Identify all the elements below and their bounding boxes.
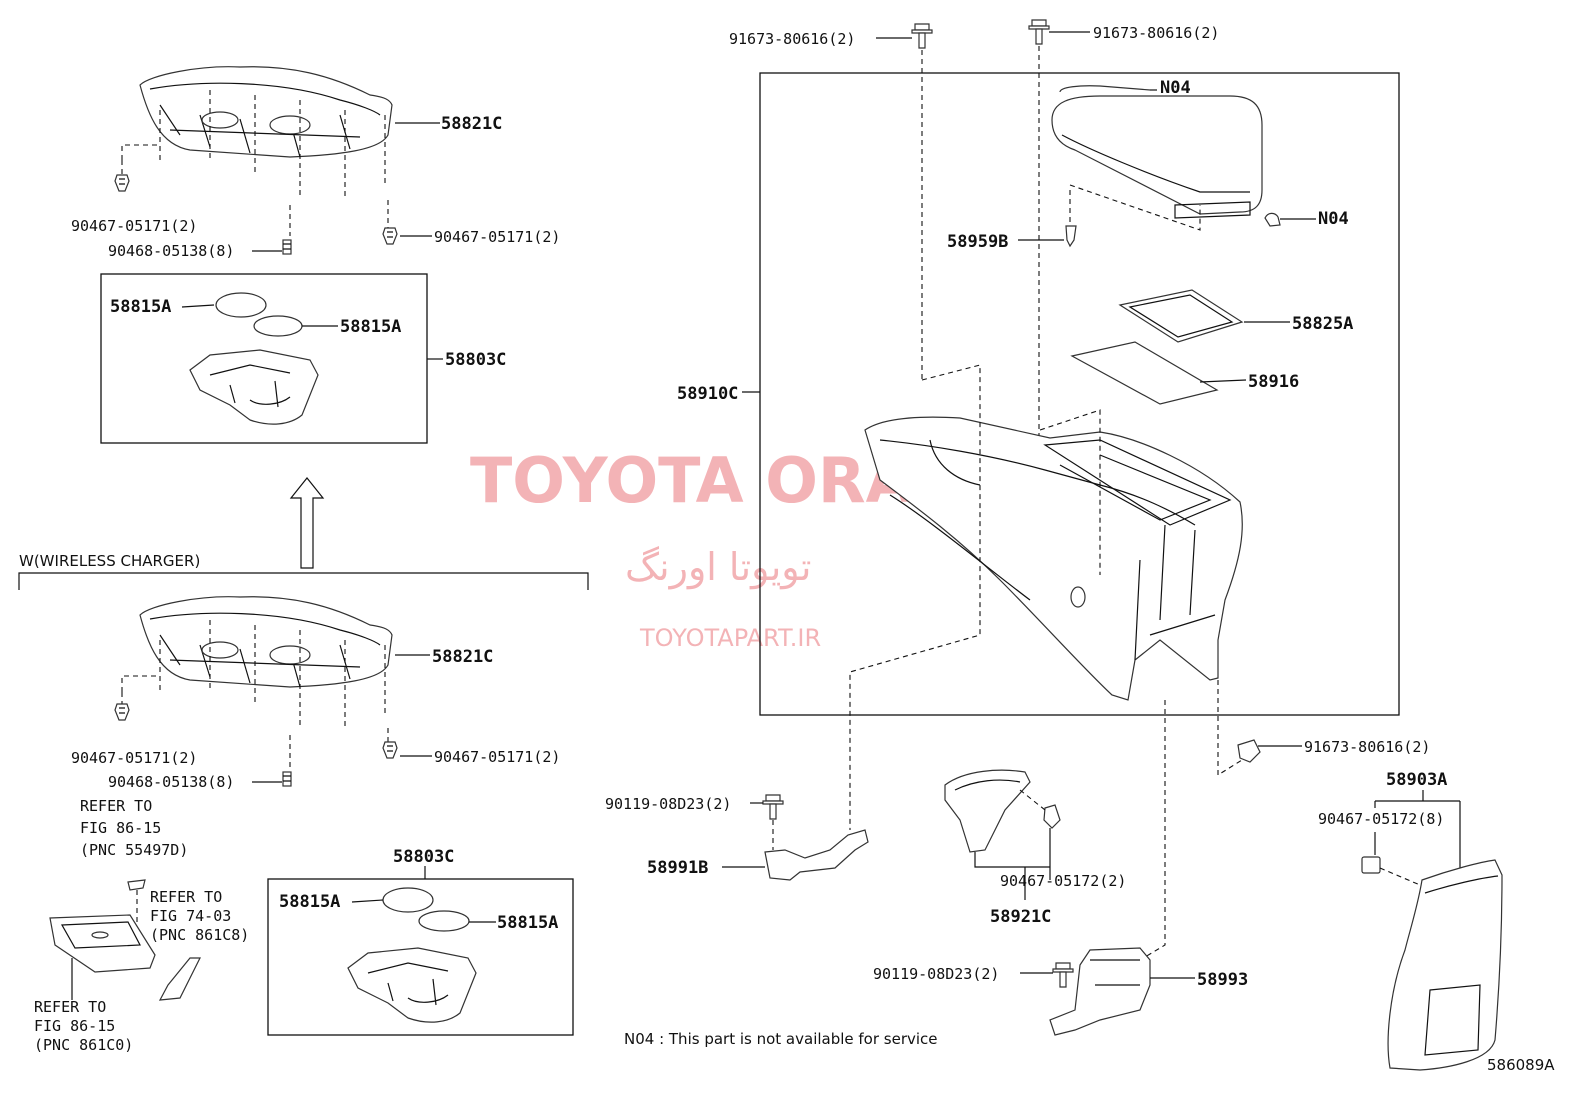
- label-58916: 58916: [1248, 372, 1299, 392]
- box-58910c: [759, 72, 1400, 716]
- refer-3-line-2: FIG 86-15: [34, 1017, 115, 1035]
- bracket-58993: [1049, 947, 1151, 1036]
- bracket-58991b: [764, 829, 869, 881]
- label-90467-05171-tr: 90467-05171(2): [434, 228, 560, 246]
- refer-3-line-3: (PNC 861C0): [34, 1036, 133, 1054]
- watermark-site: TOYOTAPART.IR: [639, 624, 821, 652]
- holder-58803c-top: [189, 349, 319, 425]
- watermark-persian: تویوتا اورنگ: [625, 545, 812, 590]
- refer-3-line-1: REFER TO: [34, 998, 106, 1016]
- screw-58959b: [1065, 225, 1077, 248]
- label-90468-05138-b: 90468-05138(8): [108, 773, 234, 791]
- clip-90467-05172-b: [1361, 856, 1381, 874]
- label-58825a: 58825A: [1292, 314, 1353, 334]
- bolt-91673-a: [911, 23, 933, 49]
- tray-58821c-bottom: [139, 596, 393, 688]
- label-58815a-bl: 58815A: [279, 892, 340, 912]
- clip-n04-b: [1264, 212, 1281, 227]
- label-58821c-bottom: 58821C: [432, 647, 493, 667]
- side-panel-58903a: [1387, 859, 1503, 1071]
- label-58959b: 58959B: [947, 232, 1008, 252]
- bolt-90119-a: [762, 794, 784, 820]
- charger-pad-861c0: [49, 914, 156, 973]
- arrow-up-icon: [289, 477, 325, 569]
- figure-id: 586089A: [1487, 1056, 1555, 1074]
- label-58991b: 58991B: [647, 858, 708, 878]
- ring-58815a-tl: [215, 292, 267, 318]
- refer-1-line-3: (PNC 55497D): [80, 841, 188, 859]
- console-body-58910c: [864, 416, 1243, 701]
- label-90468-05138-t: 90468-05138(8): [108, 242, 234, 260]
- ring-58815a-bl: [382, 887, 434, 913]
- label-90467-05172-a: 90467-05172(2): [1000, 872, 1126, 890]
- label-58803c-top: 58803C: [445, 350, 506, 370]
- label-58993: 58993: [1197, 970, 1248, 990]
- label-58821c-top: 58821C: [441, 114, 502, 134]
- refer-2-line-1: REFER TO: [150, 888, 222, 906]
- label-91673-80616-b: 91673-80616(2): [1093, 24, 1219, 42]
- clip-90467-br: [382, 741, 398, 759]
- clip-90468-b: [282, 771, 292, 787]
- label-90467-05171-bl: 90467-05171(2): [71, 749, 197, 767]
- label-90119-08d23-b: 90119-08D23(2): [873, 965, 999, 983]
- ring-58815a-br: [418, 910, 470, 932]
- cover-58921c: [944, 769, 1031, 853]
- label-n04-b: N04: [1318, 209, 1349, 229]
- clip-90467-tr: [382, 227, 398, 245]
- label-91673-80616-a: 91673-80616(2): [729, 30, 855, 48]
- label-58903a: 58903A: [1386, 770, 1447, 790]
- label-90119-08d23-a: 90119-08D23(2): [605, 795, 731, 813]
- label-58815a-tl: 58815A: [110, 297, 171, 317]
- label-58815a-br: 58815A: [497, 913, 558, 933]
- label-91673-80616-c: 91673-80616(2): [1304, 738, 1430, 756]
- label-90467-05171-br: 90467-05171(2): [434, 748, 560, 766]
- bolt-90119-b: [1052, 962, 1074, 988]
- label-58910c: 58910C: [677, 384, 738, 404]
- refer-1-line-1: REFER TO: [80, 797, 152, 815]
- clip-90468-t: [282, 239, 292, 255]
- holder-58803c-bottom: [347, 947, 477, 1023]
- armrest-lid: [1051, 95, 1263, 215]
- label-n04-a: N04: [1160, 78, 1191, 98]
- bolt-91673-b: [1028, 19, 1050, 45]
- group-label: W(WIRELESS CHARGER): [19, 552, 200, 570]
- label-58803c-bottom: 58803C: [393, 847, 454, 867]
- box-58803c-bottom: [267, 878, 574, 1036]
- footer-note: N04 : This part is not available for ser…: [624, 1030, 938, 1048]
- ring-58815a-tr: [253, 315, 303, 337]
- label-58921c: 58921C: [990, 907, 1051, 927]
- bolt-91673-c: [1237, 739, 1261, 763]
- tray-58821c-top: [139, 66, 393, 158]
- refer-2-line-2: FIG 74-03: [150, 907, 231, 925]
- clip-n04-a: [1059, 85, 1151, 93]
- refer-2-line-3: (PNC 861C8): [150, 926, 249, 944]
- bracket-55497d: [127, 879, 146, 891]
- clip-90467-bl: [114, 703, 130, 721]
- mat-58916: [1070, 341, 1219, 405]
- label-90467-05171-tl: 90467-05171(2): [71, 217, 197, 235]
- sheet-861c8: [158, 957, 201, 1001]
- clip-90467-tl: [114, 174, 130, 192]
- label-58815a-tr: 58815A: [340, 317, 401, 337]
- refer-1-line-2: FIG 86-15: [80, 819, 161, 837]
- label-90467-05172-b: 90467-05172(8): [1318, 810, 1444, 828]
- clip-90467-05172-a: [1043, 804, 1061, 829]
